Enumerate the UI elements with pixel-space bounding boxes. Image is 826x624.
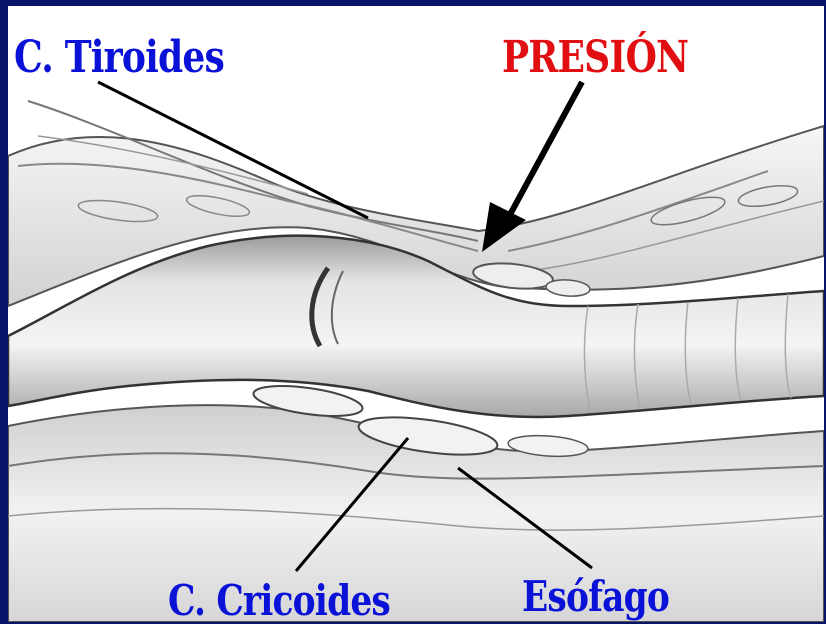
pressure-arrow-shaft: [506, 82, 582, 222]
label-thyroid-cartilage: C. Tiroides: [14, 32, 224, 83]
label-cricoid-cartilage: C. Cricoides: [168, 576, 390, 622]
anatomical-illustration: [8, 6, 824, 622]
label-pressure: PRESIÓN: [502, 32, 688, 83]
label-esophagus: Esófago: [522, 572, 669, 621]
diagram-panel: C. Tiroides PRESIÓN C. Cricoides Esófago: [8, 6, 824, 622]
